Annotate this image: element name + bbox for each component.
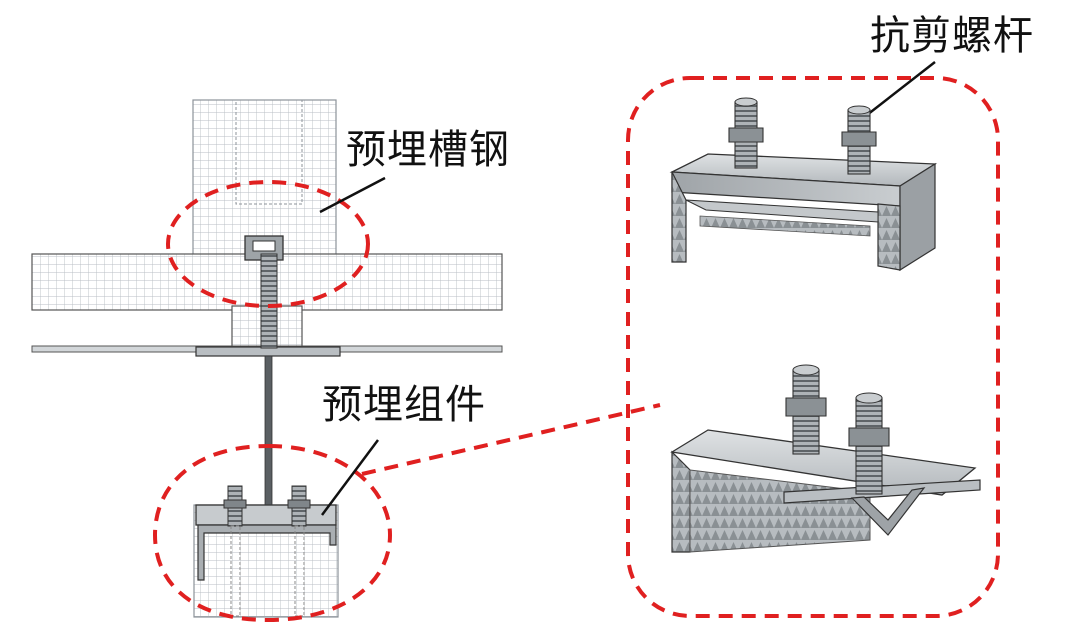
label-embedded-assembly: 预埋组件 bbox=[322, 382, 486, 428]
detail-assembly-3d bbox=[670, 364, 981, 553]
leader-lines bbox=[319, 61, 936, 516]
hanging-rod bbox=[264, 355, 273, 511]
shear-bolts-top bbox=[728, 97, 877, 175]
label-shear-bolt: 抗剪螺杆 bbox=[870, 13, 1034, 59]
column-void bbox=[235, 99, 303, 205]
leader-embedded-assembly bbox=[320, 439, 380, 516]
leader-shear-bolt bbox=[857, 61, 936, 123]
highlight-embedded-channel bbox=[166, 180, 370, 308]
embedded-plate-section bbox=[195, 504, 337, 526]
anchor-bolt-section bbox=[260, 253, 278, 349]
embedded-assembly-channel bbox=[197, 524, 337, 581]
cross-section-view bbox=[31, 99, 503, 618]
detail-frame bbox=[626, 76, 1000, 618]
detail-channel-3d bbox=[669, 97, 938, 272]
highlight-markers bbox=[152, 76, 1000, 623]
lower-bolts bbox=[223, 485, 311, 617]
highlight-embedded-assembly bbox=[152, 443, 393, 623]
upper-column bbox=[192, 99, 337, 263]
leader-embedded-channel bbox=[319, 176, 386, 214]
connector-dash-line bbox=[361, 403, 661, 476]
label-embedded-channel: 预埋槽钢 bbox=[346, 127, 510, 173]
shear-bolts-bottom bbox=[785, 364, 890, 495]
